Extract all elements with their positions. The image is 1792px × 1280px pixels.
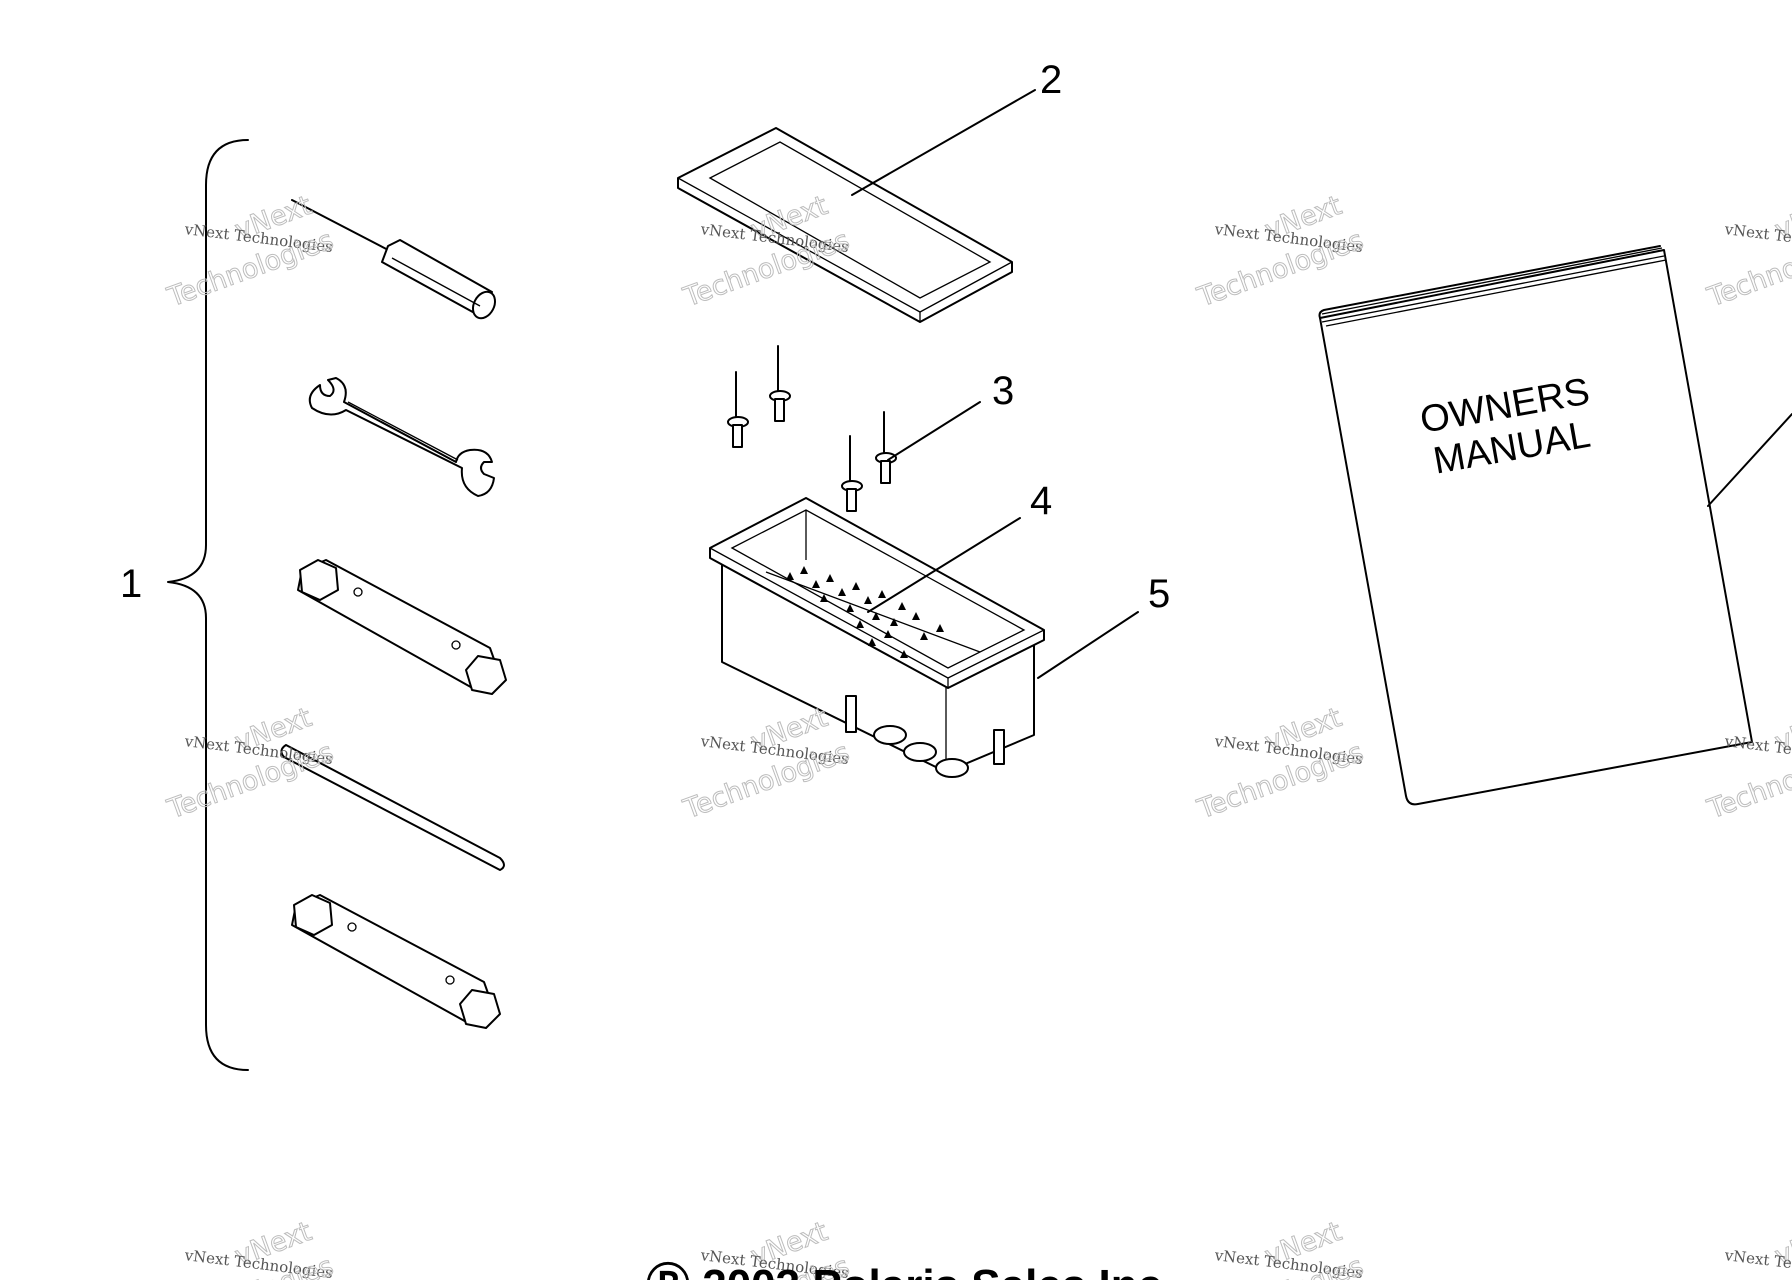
copyright-footer: Ⓡ 2003 Polaris Sales Inc. [646,1261,1174,1280]
rivet-icon [769,345,791,422]
tool-kit-brace [167,139,249,1071]
watermark: vNext vNext Technologies Technologies [1702,190,1792,314]
tommy-bar-icon [280,744,505,871]
rivet-icon [727,371,749,448]
open-end-wrench-icon [308,377,495,497]
rivet-icon [841,435,863,512]
callout-3: 3 [992,369,1014,413]
box-wrench-icon [297,559,507,695]
watermark: vNext vNext Technologies Technologies [1702,1216,1792,1280]
lid-part: 2 [677,58,1062,323]
tool-kit-group: 1 [120,139,507,1071]
watermark: vNext vNext Technologies Technologies [162,190,338,314]
storage-box-part [709,497,1045,778]
tray-liner-part: 4 [786,479,1052,658]
screwdriver-icon [291,199,497,320]
callout-2: 2 [1040,58,1062,102]
watermark: vNext vNext Technologies Technologies [162,1216,338,1280]
box-wrench-icon [291,894,501,1029]
rivet-parts: 3 [727,345,1014,512]
watermark: vNext vNext Technologies Technologies [162,702,338,826]
watermark: vNext vNext Technologies Technologies [1192,702,1368,826]
watermark: vNext vNext Technologies Technologies [1192,190,1368,314]
callout-1: 1 [120,562,142,606]
watermark: vNext vNext Technologies Technologies [1192,1216,1368,1280]
rivet-icon [875,411,897,484]
callout-5: 5 [1148,572,1170,616]
watermark: vNext vNext Technologies Technologies [678,702,854,826]
callout-4: 4 [1030,479,1052,523]
owners-manual-part: OWNERS MANUAL [1318,245,1792,806]
